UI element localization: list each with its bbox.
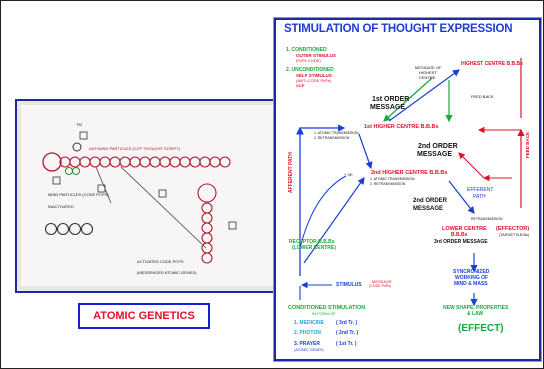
receptor-label: RECEPTOR B.B.Bs xyxy=(289,239,335,245)
highest-centre-label: HIGHEST CENTRE B.B.Bs xyxy=(461,61,523,67)
second-order-message-label: MESSAGE xyxy=(417,151,453,158)
second-order-label: 2nd ORDER xyxy=(418,143,458,150)
atomic-genetics-figure: TM ANTIMIND PARTICLES (CCP THOUGHT SCRIP… xyxy=(21,105,279,286)
centre-label: CENTRE xyxy=(419,75,436,80)
conditioned-stimulation-label: CONDITIONED STIMULATION xyxy=(288,305,366,311)
synchronized-label: SYNCRONIZED xyxy=(453,269,490,275)
feedback-side-label: FEED BACK xyxy=(525,131,530,158)
genetics-drawing xyxy=(42,131,237,264)
lower-centre-label: LOWER CENTRE xyxy=(442,226,487,232)
ccp-label: CCP xyxy=(296,83,305,88)
retransmission-1: 2. RETRANSMISSION xyxy=(314,136,350,140)
two-order-message-label: MESSAGE xyxy=(413,206,444,212)
outer-stimulus-label: OUTER STIMULUS xyxy=(296,53,336,58)
inactivated-label: INACTIVATED xyxy=(48,204,74,209)
lower-bbbs-label: B.B.Bs xyxy=(451,232,468,238)
feedback-top-label: FEED BACK xyxy=(471,94,494,99)
prayer-tr-label: ( 1st Tr. ) xyxy=(336,341,357,347)
first-order-message-label: MESSAGE xyxy=(370,104,406,111)
two-order-label: 2nd ORDER xyxy=(413,198,448,204)
stimulus-label: STIMULUS xyxy=(336,282,362,288)
highest-label: HIGHEST xyxy=(419,70,437,75)
pcps-code-label: (PcPs CODE) xyxy=(296,58,321,63)
photon-label: 2. PHOTON xyxy=(294,330,321,336)
target-label: (TARGET B.B.Bs) xyxy=(499,233,530,237)
message-of-label: MESSAGE OF xyxy=(415,65,442,70)
self-stimulus-label: SELF STIMULUS xyxy=(296,73,332,78)
conditioned-label: 1. CONDITIONED xyxy=(286,47,327,53)
atomic-genetics-caption: ATOMIC GENETICS xyxy=(78,303,210,329)
thought-expression-panel: STIMULATION OF THOUGHT EXPRESSION 1. CON… xyxy=(273,17,542,362)
unconditioned-label: 2. UNCONDITIONED xyxy=(286,67,334,73)
medicine-label: 1. MEDICINE xyxy=(294,320,325,326)
retransmission-2: 2. RETRANSMISSION xyxy=(370,182,406,186)
effector-label: (EFFECTOR) xyxy=(496,226,530,232)
second-higher-centre-label: 2nd HIGHER CENTRE B.B.Bs xyxy=(371,170,448,176)
first-higher-centre-label: 1st HIGHER CENTRE B.B.Bs xyxy=(364,124,439,130)
effect-label: (EFFECT) xyxy=(458,323,504,334)
atomic-genes-label: (ATOMIC GENES) xyxy=(294,348,324,352)
flow-arrows xyxy=(296,58,525,307)
efferent-label: EFFERENT xyxy=(467,187,494,193)
in-form-of-label: IN FORM OF xyxy=(312,311,336,316)
code-pcps-label: (CODE PcPs) xyxy=(369,284,392,288)
and-law-label: & LAW xyxy=(467,311,484,317)
prayer-label: 3. PRAYER xyxy=(294,341,320,347)
medicine-tr-label: ( 3rd Tr. ) xyxy=(336,320,358,326)
new-shape-label: NEW SHAPE, PROPERTIES xyxy=(443,305,509,311)
mind-particles-label: MIND PARTICLES (CODE PCPS) xyxy=(48,192,109,197)
path-label: PATH xyxy=(473,194,486,200)
photon-tr-label: ( 2nd Tr. ) xyxy=(336,330,359,336)
diagram-title: STIMULATION OF THOUGHT EXPRESSION xyxy=(284,23,513,35)
retransmission-single: RETRANSMISSION xyxy=(471,217,503,221)
message-small-label: MESSAGE xyxy=(372,279,392,284)
afferent-path-label: AFFERENT PATH xyxy=(288,152,294,193)
antimind-label: ANTIMIND PARTICLES (CCP THOUGHT SCRIPT) xyxy=(89,146,180,151)
messenger-label: (MESSENGER ATOMIC GENES) xyxy=(137,270,197,275)
mind-mass-label: MIND & MASS xyxy=(454,281,488,287)
receptor-sub-label: (LOWER CENTRE) xyxy=(292,245,336,251)
tm-label: TM xyxy=(76,122,82,127)
working-of-label: WORKING OF xyxy=(455,275,489,281)
third-order-label: 3rd ORDER MESSAGE xyxy=(434,239,488,245)
anti-code-label: (ANTI-CODE PcPs) xyxy=(296,78,332,83)
atomic-transmission-1: 1. ATOMIC TRANSMISSION xyxy=(314,131,359,135)
activated-label: ACTIVATED CODE PCPS xyxy=(137,259,184,264)
first-order-label: 1st ORDER xyxy=(372,96,410,103)
atomic-genetics-panel: TM ANTIMIND PARTICLES (CCP THOUGHT SCRIP… xyxy=(15,99,286,293)
plus-ve-label: + VE xyxy=(344,172,353,177)
atomic-transmission-2: 1. ATOMIC TRANSMISSION xyxy=(370,177,415,181)
